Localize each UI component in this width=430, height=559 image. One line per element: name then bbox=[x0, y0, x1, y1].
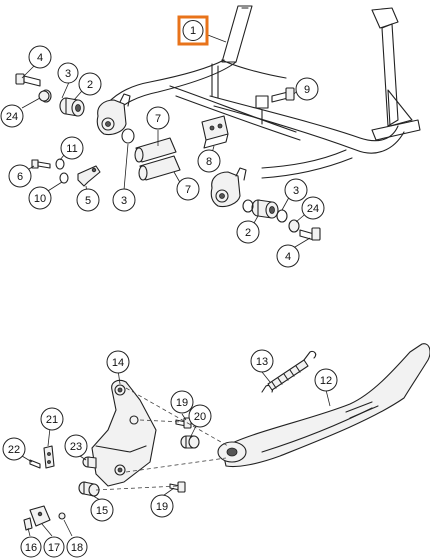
nut-part-18 bbox=[58, 512, 66, 520]
sensor-part-21 bbox=[43, 445, 55, 469]
washer-part-24-right bbox=[288, 219, 300, 233]
bracket-part-17 bbox=[29, 505, 51, 527]
bracket-part-8 bbox=[201, 115, 229, 149]
svg-text:6: 6 bbox=[17, 171, 23, 183]
callout-24[interactable]: 24 bbox=[301, 196, 325, 220]
svg-text:3: 3 bbox=[121, 195, 127, 207]
svg-text:10: 10 bbox=[34, 193, 46, 205]
center-stand-assembly bbox=[15, 5, 421, 251]
bushing-part-23 bbox=[82, 456, 97, 469]
callout-9[interactable]: 9 bbox=[295, 77, 319, 101]
washer-part-10 bbox=[59, 172, 69, 184]
screw-part-16 bbox=[23, 517, 33, 531]
callout-2[interactable]: 2 bbox=[236, 220, 260, 244]
svg-text:1: 1 bbox=[190, 25, 196, 37]
callout-5[interactable]: 5 bbox=[76, 188, 100, 212]
callout-20[interactable]: 20 bbox=[188, 404, 212, 428]
side-stand-leg-part-12 bbox=[217, 343, 430, 468]
callout-17[interactable]: 17 bbox=[43, 536, 65, 558]
svg-text:20: 20 bbox=[194, 411, 206, 423]
bushing-part-2-left bbox=[59, 97, 85, 117]
callout-19[interactable]: 19 bbox=[150, 494, 174, 518]
svg-text:7: 7 bbox=[185, 184, 191, 196]
callout-8[interactable]: 8 bbox=[197, 149, 221, 173]
washer-part-3 bbox=[40, 89, 288, 223]
callout-18[interactable]: 18 bbox=[66, 536, 88, 558]
svg-text:23: 23 bbox=[70, 441, 82, 453]
svg-text:8: 8 bbox=[206, 156, 212, 168]
callout-3[interactable]: 3 bbox=[57, 62, 79, 84]
svg-text:11: 11 bbox=[66, 143, 77, 155]
side-stand-assembly bbox=[21, 343, 430, 537]
spring-part-13 bbox=[261, 350, 317, 393]
callout-12[interactable]: 12 bbox=[314, 368, 338, 392]
screw-part-6 bbox=[31, 159, 51, 169]
callout-7[interactable]: 7 bbox=[176, 177, 200, 201]
washer-part-24-left bbox=[38, 90, 50, 102]
callout-15[interactable]: 15 bbox=[90, 498, 114, 522]
callout-11[interactable]: 11 bbox=[60, 136, 84, 160]
bolt-part-4-left bbox=[15, 73, 41, 87]
svg-text:4: 4 bbox=[285, 251, 291, 263]
svg-text:24: 24 bbox=[6, 111, 18, 123]
svg-text:19: 19 bbox=[156, 501, 168, 513]
callout-4[interactable]: 4 bbox=[28, 45, 52, 69]
bushing-part-2-right bbox=[251, 199, 279, 219]
callout-19[interactable]: 19 bbox=[170, 390, 194, 414]
washer-part-11 bbox=[55, 158, 65, 170]
assembly-dashed-lines bbox=[95, 387, 229, 491]
callout-4[interactable]: 4 bbox=[276, 244, 300, 268]
callout-14[interactable]: 14 bbox=[106, 350, 130, 374]
callout-1-highlighted[interactable]: 1 bbox=[177, 15, 209, 46]
bolt-part-4-right bbox=[299, 227, 321, 241]
left-pivot-block bbox=[96, 93, 131, 136]
callout-3[interactable]: 3 bbox=[112, 188, 136, 212]
svg-text:21: 21 bbox=[46, 414, 58, 426]
callouts: 1 2 2 3 3 3 4 4 5 6 7 7 8 9 10 11 12 13 … bbox=[0, 15, 338, 558]
svg-text:7: 7 bbox=[155, 113, 161, 125]
center-stand-frame bbox=[103, 5, 421, 179]
svg-text:18: 18 bbox=[71, 542, 83, 554]
callout-2[interactable]: 2 bbox=[78, 72, 102, 96]
bolt-part-19 bbox=[169, 417, 192, 493]
spacer-part-15 bbox=[78, 481, 100, 497]
callout-13[interactable]: 13 bbox=[250, 349, 274, 373]
bolt-part-9 bbox=[271, 87, 295, 103]
callout-6[interactable]: 6 bbox=[8, 164, 32, 188]
callout-7[interactable]: 7 bbox=[146, 106, 170, 130]
callout-21[interactable]: 21 bbox=[40, 407, 64, 431]
svg-text:3: 3 bbox=[65, 68, 71, 80]
callout-22[interactable]: 22 bbox=[2, 437, 26, 461]
svg-text:17: 17 bbox=[48, 542, 60, 554]
svg-text:19: 19 bbox=[176, 397, 188, 409]
svg-text:15: 15 bbox=[96, 505, 108, 517]
screw-part-22 bbox=[29, 459, 41, 469]
svg-text:4: 4 bbox=[37, 52, 43, 64]
bracket-part-5 bbox=[77, 165, 101, 187]
svg-text:22: 22 bbox=[8, 444, 20, 456]
svg-text:5: 5 bbox=[85, 195, 91, 207]
bushing-part-20 bbox=[180, 435, 200, 449]
svg-text:2: 2 bbox=[245, 227, 251, 239]
callout-3[interactable]: 3 bbox=[284, 178, 308, 202]
svg-text:9: 9 bbox=[304, 84, 310, 96]
svg-text:24: 24 bbox=[307, 203, 319, 215]
svg-text:12: 12 bbox=[320, 375, 332, 387]
svg-text:16: 16 bbox=[25, 542, 37, 554]
svg-text:14: 14 bbox=[112, 357, 124, 369]
svg-text:13: 13 bbox=[256, 356, 268, 368]
svg-text:2: 2 bbox=[87, 79, 93, 91]
leader-lines-lower bbox=[21, 369, 331, 537]
callout-24[interactable]: 24 bbox=[0, 104, 24, 128]
bumper-part-7 bbox=[134, 137, 181, 181]
callout-16[interactable]: 16 bbox=[20, 536, 42, 558]
callout-10[interactable]: 10 bbox=[28, 186, 52, 210]
side-stand-bracket-part-14 bbox=[91, 379, 157, 487]
right-pivot-block bbox=[210, 167, 247, 208]
svg-text:3: 3 bbox=[293, 185, 299, 197]
callout-23[interactable]: 23 bbox=[64, 434, 88, 458]
